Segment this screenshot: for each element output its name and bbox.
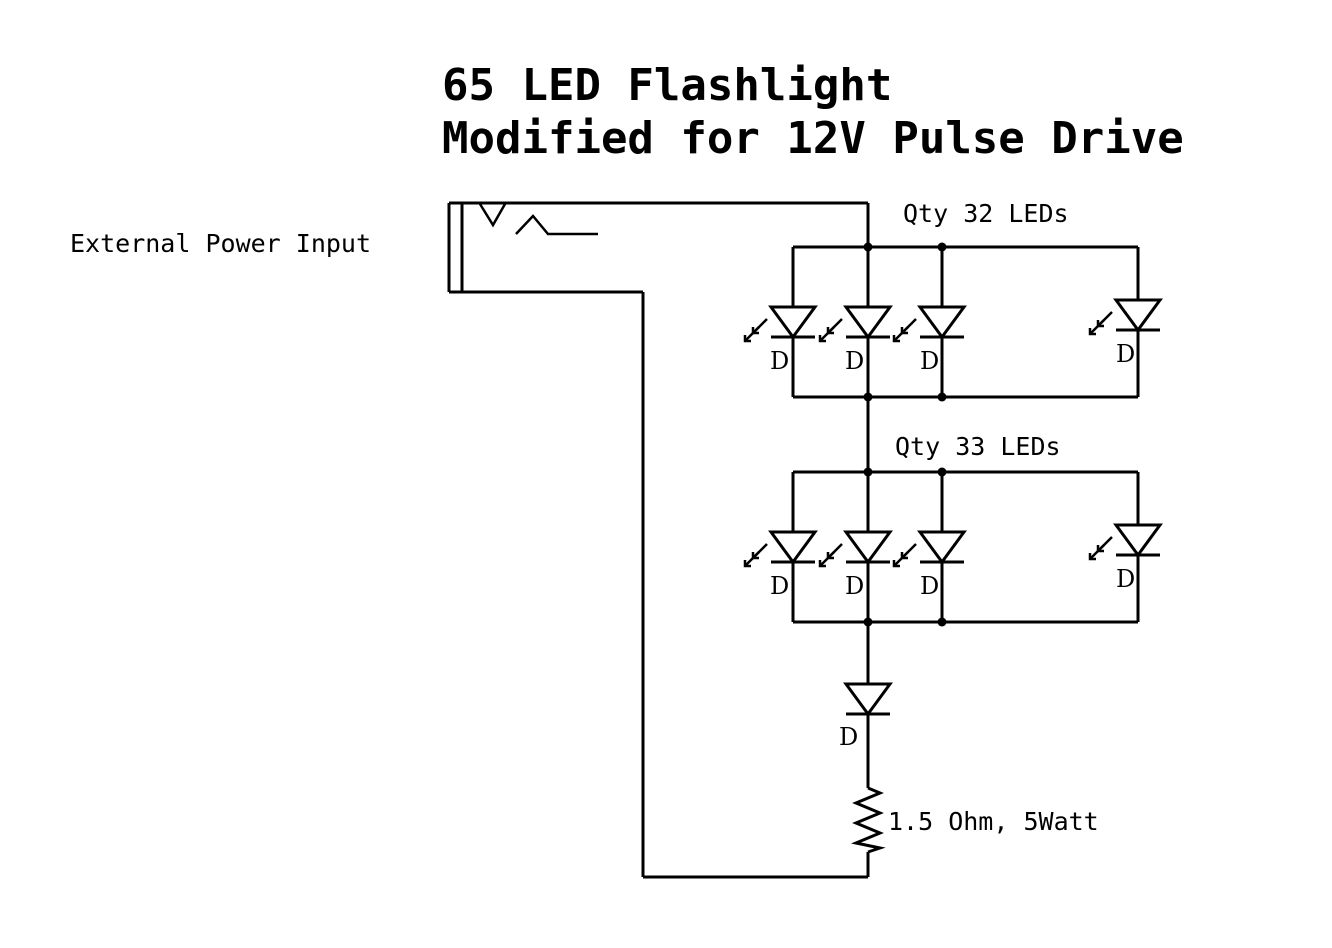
junction-dot	[937, 467, 947, 477]
led-diode: D	[892, 247, 967, 397]
led-label: D	[920, 572, 939, 600]
light-arrows-icon	[743, 318, 768, 343]
title-line-2: Modified for 12V Pulse Drive	[442, 113, 1184, 164]
led-diode: D	[1088, 247, 1163, 397]
led-diode: D	[892, 472, 967, 622]
junction-dot	[863, 242, 873, 252]
light-arrows-icon	[1088, 536, 1113, 561]
led-diode: D	[818, 472, 893, 622]
led-diode: D	[818, 247, 893, 397]
power-input-label: External Power Input	[70, 229, 371, 258]
title-line-1: 65 LED Flashlight	[442, 60, 892, 111]
junction-dot	[863, 617, 873, 627]
led-label: D	[1116, 565, 1135, 593]
series-diode-label: D	[839, 723, 858, 751]
light-arrows-icon	[818, 318, 843, 343]
light-arrows-icon	[818, 543, 843, 568]
led-diode: D	[743, 472, 818, 622]
led-label: D	[770, 347, 789, 375]
light-arrows-icon	[1088, 311, 1113, 336]
led-label: D	[845, 572, 864, 600]
series-diode: D	[839, 682, 893, 751]
light-arrows-icon	[892, 318, 917, 343]
wires	[462, 201, 870, 879]
led-diode: D	[1088, 472, 1163, 622]
junction-dot	[937, 392, 947, 402]
light-arrows-icon	[743, 543, 768, 568]
power-jack	[447, 201, 598, 294]
resistor-label: 1.5 Ohm, 5Watt	[888, 807, 1099, 836]
led-label: D	[920, 347, 939, 375]
bank1-label: Qty 32 LEDs	[903, 199, 1069, 228]
junction-dot	[937, 242, 947, 252]
junction-dot	[937, 617, 947, 627]
led-diode: D	[743, 247, 818, 397]
bank2-label: Qty 33 LEDs	[895, 432, 1061, 461]
junction-dot	[863, 392, 873, 402]
light-arrows-icon	[892, 543, 917, 568]
resistor	[850, 786, 886, 854]
junction-dot	[863, 467, 873, 477]
led-label: D	[845, 347, 864, 375]
led-label: D	[1116, 340, 1135, 368]
led-label: D	[770, 572, 789, 600]
